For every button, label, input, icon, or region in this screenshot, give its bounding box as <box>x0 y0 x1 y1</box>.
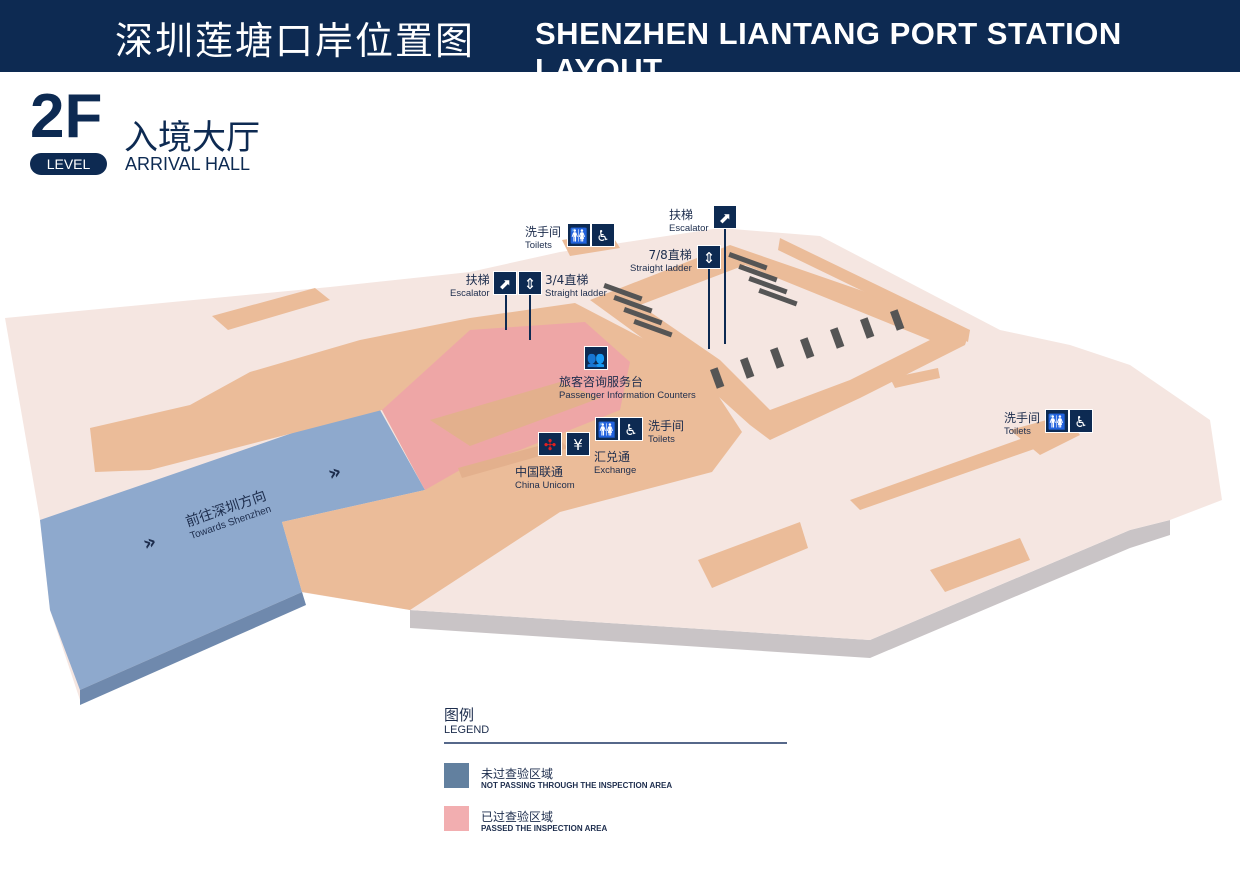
legend-swatch-not-inspected <box>444 763 469 788</box>
exchange-icon: ¥ <box>566 432 590 456</box>
hall-title-en: ARRIVAL HALL <box>125 154 251 174</box>
hall-title-cn: 入境大厅 <box>124 118 260 158</box>
platform-inner <box>640 265 930 410</box>
accessible-icon: ♿ <box>591 223 615 247</box>
block-strip <box>778 238 970 342</box>
info-block <box>430 382 600 446</box>
legend-item-label-en: NOT PASSING THROUGH THE INSPECTION AREA <box>481 781 673 790</box>
block-bottom-right <box>930 538 1030 592</box>
block-bottom-mid <box>698 522 808 588</box>
sign-pole <box>529 295 531 340</box>
block-long-right <box>850 432 1060 510</box>
toilet-icon: 🚻 <box>595 417 619 441</box>
escalator-icon: ⬈ <box>493 271 517 295</box>
sign-pole <box>724 229 726 344</box>
legend-title-en: LEGEND <box>444 724 490 736</box>
lift-icon: ⇕ <box>697 245 721 269</box>
accessible-icon: ♿ <box>1069 409 1093 433</box>
floor-edge <box>410 520 1170 658</box>
not-inspected-zone <box>40 410 425 690</box>
blue-zone-edge <box>80 592 306 705</box>
sign-pole <box>708 269 710 349</box>
title-cn: 深圳莲塘口岸位置图 <box>115 19 476 63</box>
legend-item-label: 已过查验区域 <box>481 810 554 824</box>
level-badge: LEVEL <box>30 153 107 175</box>
lift-icon: ⇕ <box>518 271 542 295</box>
level-number: 2F <box>30 82 103 151</box>
title-en: SHENZHEN LIANTANG PORT STATION LAYOUT <box>535 16 1122 87</box>
legend-divider <box>444 742 787 744</box>
sign-pole <box>505 295 507 330</box>
inspection-gates <box>603 252 905 389</box>
toilet-icon: 🚻 <box>1045 409 1069 433</box>
block-small <box>890 368 940 388</box>
legend-item-label-en: PASSED THE INSPECTION AREA <box>481 824 608 833</box>
legend-swatch-inspected <box>444 806 469 831</box>
block-top-left <box>212 288 330 330</box>
toilet-icon: 🚻 <box>567 223 591 247</box>
legend-item-label: 未过查验区域 <box>481 767 554 781</box>
accessible-icon: ♿ <box>619 417 643 441</box>
info-counter-icon: 👥 <box>584 346 608 370</box>
legend-title: 图例 <box>444 706 475 724</box>
china-unicom-icon: ✣ <box>538 432 562 456</box>
escalator-icon: ⬈ <box>713 205 737 229</box>
header-bar: 深圳莲塘口岸位置图 SHENZHEN LIANTANG PORT STATION… <box>0 0 1240 87</box>
